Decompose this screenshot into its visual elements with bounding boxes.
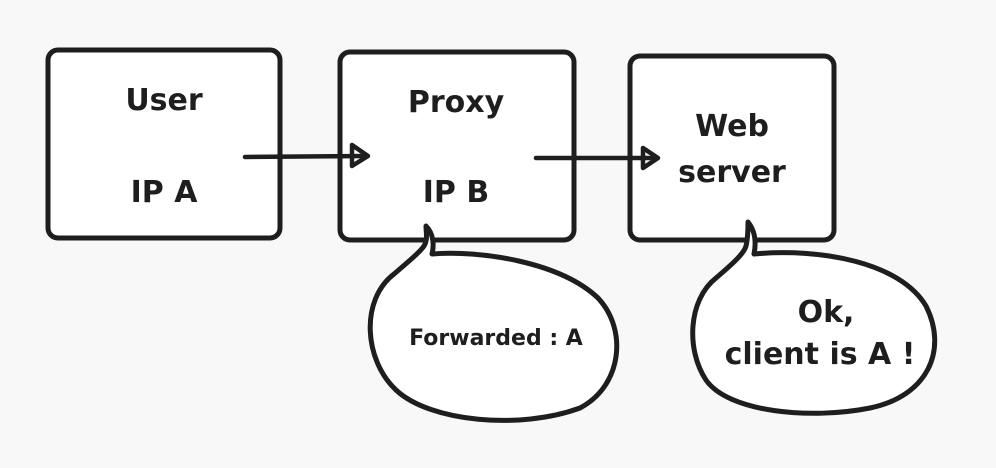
web-server-name-line1: Web	[695, 109, 769, 144]
user-name: User	[125, 83, 203, 118]
proxy-bubble-shape	[367, 223, 620, 423]
server-bubble-line2: client is A !	[725, 337, 916, 372]
server-speech-bubble: Ok, client is A !	[690, 219, 938, 416]
user-box	[45, 47, 283, 241]
server-bubble-line1: Ok,	[798, 295, 855, 330]
server-bubble-shape	[690, 219, 938, 416]
arrow-user-to-proxy	[242, 142, 371, 169]
arrow-proxy-to-web-server	[533, 145, 661, 171]
proxy-node: Proxy IP B	[337, 49, 577, 243]
arrow-proxy-server-head	[640, 145, 661, 171]
user-node: User IP A	[45, 47, 283, 241]
proxy-box	[337, 49, 577, 243]
proxy-speech-bubble: Forwarded : A	[367, 223, 620, 423]
user-ip: IP A	[131, 175, 199, 210]
arrow-user-proxy-shaft	[242, 153, 369, 160]
arrow-user-proxy-head	[349, 142, 371, 169]
web-server-box	[627, 53, 837, 243]
proxy-bubble-text: Forwarded : A	[409, 326, 583, 351]
web-server-name-line2: server	[678, 155, 786, 190]
web-server-node: Web server	[627, 53, 837, 243]
proxy-ip: IP B	[423, 175, 489, 210]
proxy-name: Proxy	[408, 85, 505, 120]
